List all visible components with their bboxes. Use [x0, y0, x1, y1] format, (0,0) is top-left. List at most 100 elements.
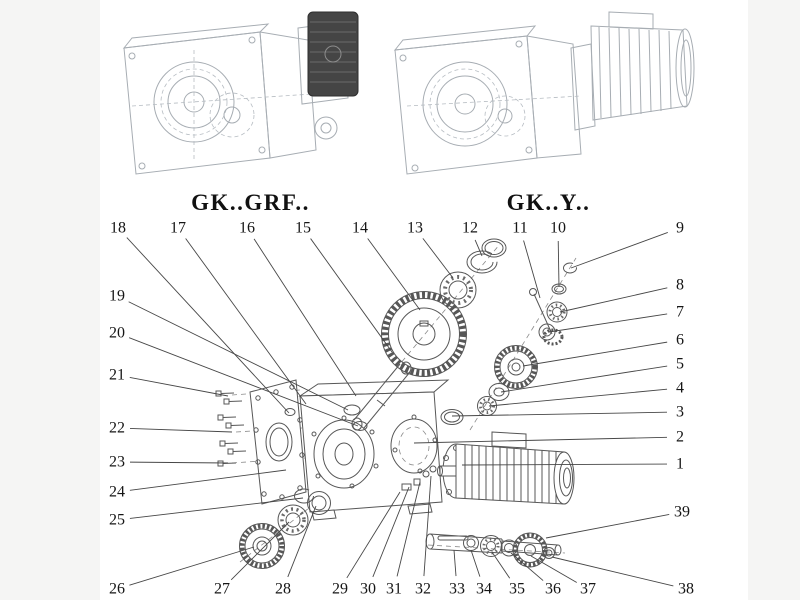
gky-housing-front — [394, 35, 538, 175]
callout-27: 27 — [214, 581, 230, 598]
callout-layer: 1234567891011121314151617181920212223242… — [109, 220, 694, 598]
leader-line-9 — [570, 232, 668, 269]
axis-output-stack — [427, 544, 566, 554]
variant-label-gky: GK..Y.. — [506, 190, 591, 215]
leader-line-19 — [128, 301, 349, 411]
leader-line-34 — [470, 549, 481, 577]
leader-line-33 — [453, 549, 457, 577]
gkgrf-housing-side — [259, 31, 317, 159]
callout-35: 35 — [509, 581, 525, 598]
leader-line-23 — [129, 461, 229, 464]
callout-17: 17 — [170, 220, 186, 237]
mounting-screws — [215, 390, 247, 467]
leader-line-20 — [128, 337, 359, 427]
leader-line-36 — [510, 552, 544, 581]
leader-line-16 — [253, 238, 357, 397]
callout-25: 25 — [109, 512, 125, 529]
oil-seal — [343, 404, 361, 416]
leader-line-29 — [346, 491, 401, 579]
shaft-key — [401, 483, 412, 491]
retaining-rings-upper — [466, 238, 577, 274]
circlip-input — [563, 262, 577, 274]
leader-line-27 — [230, 521, 290, 581]
leader-line-15 — [310, 238, 393, 353]
leader-line-21 — [129, 376, 229, 397]
gkgrf-housing-front — [123, 31, 271, 175]
leader-line-28 — [287, 505, 317, 578]
leader-line-18 — [126, 237, 290, 414]
axis-input-stack — [469, 257, 577, 431]
callout-5: 5 — [676, 356, 684, 373]
lower-circlip — [294, 488, 314, 504]
callout-28: 28 — [275, 581, 291, 598]
seal-ring — [440, 409, 464, 425]
output-shaft-assembly — [425, 532, 562, 568]
leader-line-39 — [545, 513, 670, 539]
callout-31: 31 — [386, 581, 402, 598]
callout-26: 26 — [109, 581, 125, 598]
callout-8: 8 — [676, 277, 684, 294]
callout-32: 32 — [415, 581, 431, 598]
callout-9: 9 — [676, 220, 684, 237]
callout-13: 13 — [407, 220, 423, 237]
callout-19: 19 — [109, 288, 125, 305]
leader-line-12 — [474, 239, 483, 257]
callout-24: 24 — [109, 484, 125, 501]
callout-15: 15 — [295, 220, 311, 237]
callout-30: 30 — [360, 581, 376, 598]
leader-line-25 — [129, 497, 304, 519]
big-gear — [381, 291, 467, 377]
output-washer — [463, 535, 479, 551]
leader-line-11 — [523, 240, 541, 299]
callout-7: 7 — [676, 304, 684, 321]
variant-label-gkgrf: GK..GRF.. — [191, 190, 310, 215]
leader-line-24 — [129, 469, 287, 491]
callout-6: 6 — [676, 332, 684, 349]
input-pinion-shaft — [529, 283, 568, 346]
leader-line-3 — [451, 411, 668, 417]
callout-3: 3 — [676, 404, 684, 421]
leader-line-6 — [522, 341, 668, 367]
gearbox-drawing-gkgrf — [122, 11, 359, 175]
bearing-input — [546, 301, 568, 323]
output-gear — [512, 532, 548, 568]
callout-21: 21 — [109, 367, 125, 384]
gky-housing-side — [526, 35, 582, 159]
callout-29: 29 — [332, 581, 348, 598]
output-ring — [543, 547, 555, 559]
callout-38: 38 — [678, 581, 694, 598]
leader-line-13 — [422, 238, 454, 279]
lower-gear — [239, 523, 285, 569]
leader-line-32 — [423, 475, 432, 577]
leader-line-8 — [559, 287, 668, 313]
leader-line-37 — [530, 555, 577, 583]
electric-motor — [437, 431, 575, 505]
spacer-input — [538, 323, 556, 341]
output-keyway — [437, 535, 469, 541]
gear-housing — [298, 379, 450, 521]
gear-keyway — [419, 320, 429, 327]
lower-bearing — [277, 504, 309, 536]
axis-output-left-stack — [239, 489, 333, 563]
page-edge-right — [748, 0, 800, 600]
leader-line-38 — [551, 556, 674, 587]
bearing-upper — [439, 271, 477, 309]
leader-line-22 — [129, 428, 233, 433]
motor-shaft-stub — [439, 465, 457, 477]
page-edge-left — [0, 0, 100, 600]
lower-left-parts — [239, 488, 331, 569]
gky-housing-top — [393, 25, 537, 51]
callout-2: 2 — [676, 429, 684, 446]
small-fasteners — [401, 465, 437, 491]
callout-12: 12 — [462, 220, 478, 237]
callout-33: 33 — [449, 581, 465, 598]
callout-34: 34 — [476, 581, 492, 598]
gkgrf-housing-top — [122, 23, 270, 49]
leader-line-7 — [548, 313, 668, 333]
gkgrf-input-adapter — [307, 11, 359, 97]
callout-37: 37 — [580, 581, 596, 598]
leader-line-10 — [557, 240, 560, 288]
leader-line-1 — [461, 463, 668, 466]
